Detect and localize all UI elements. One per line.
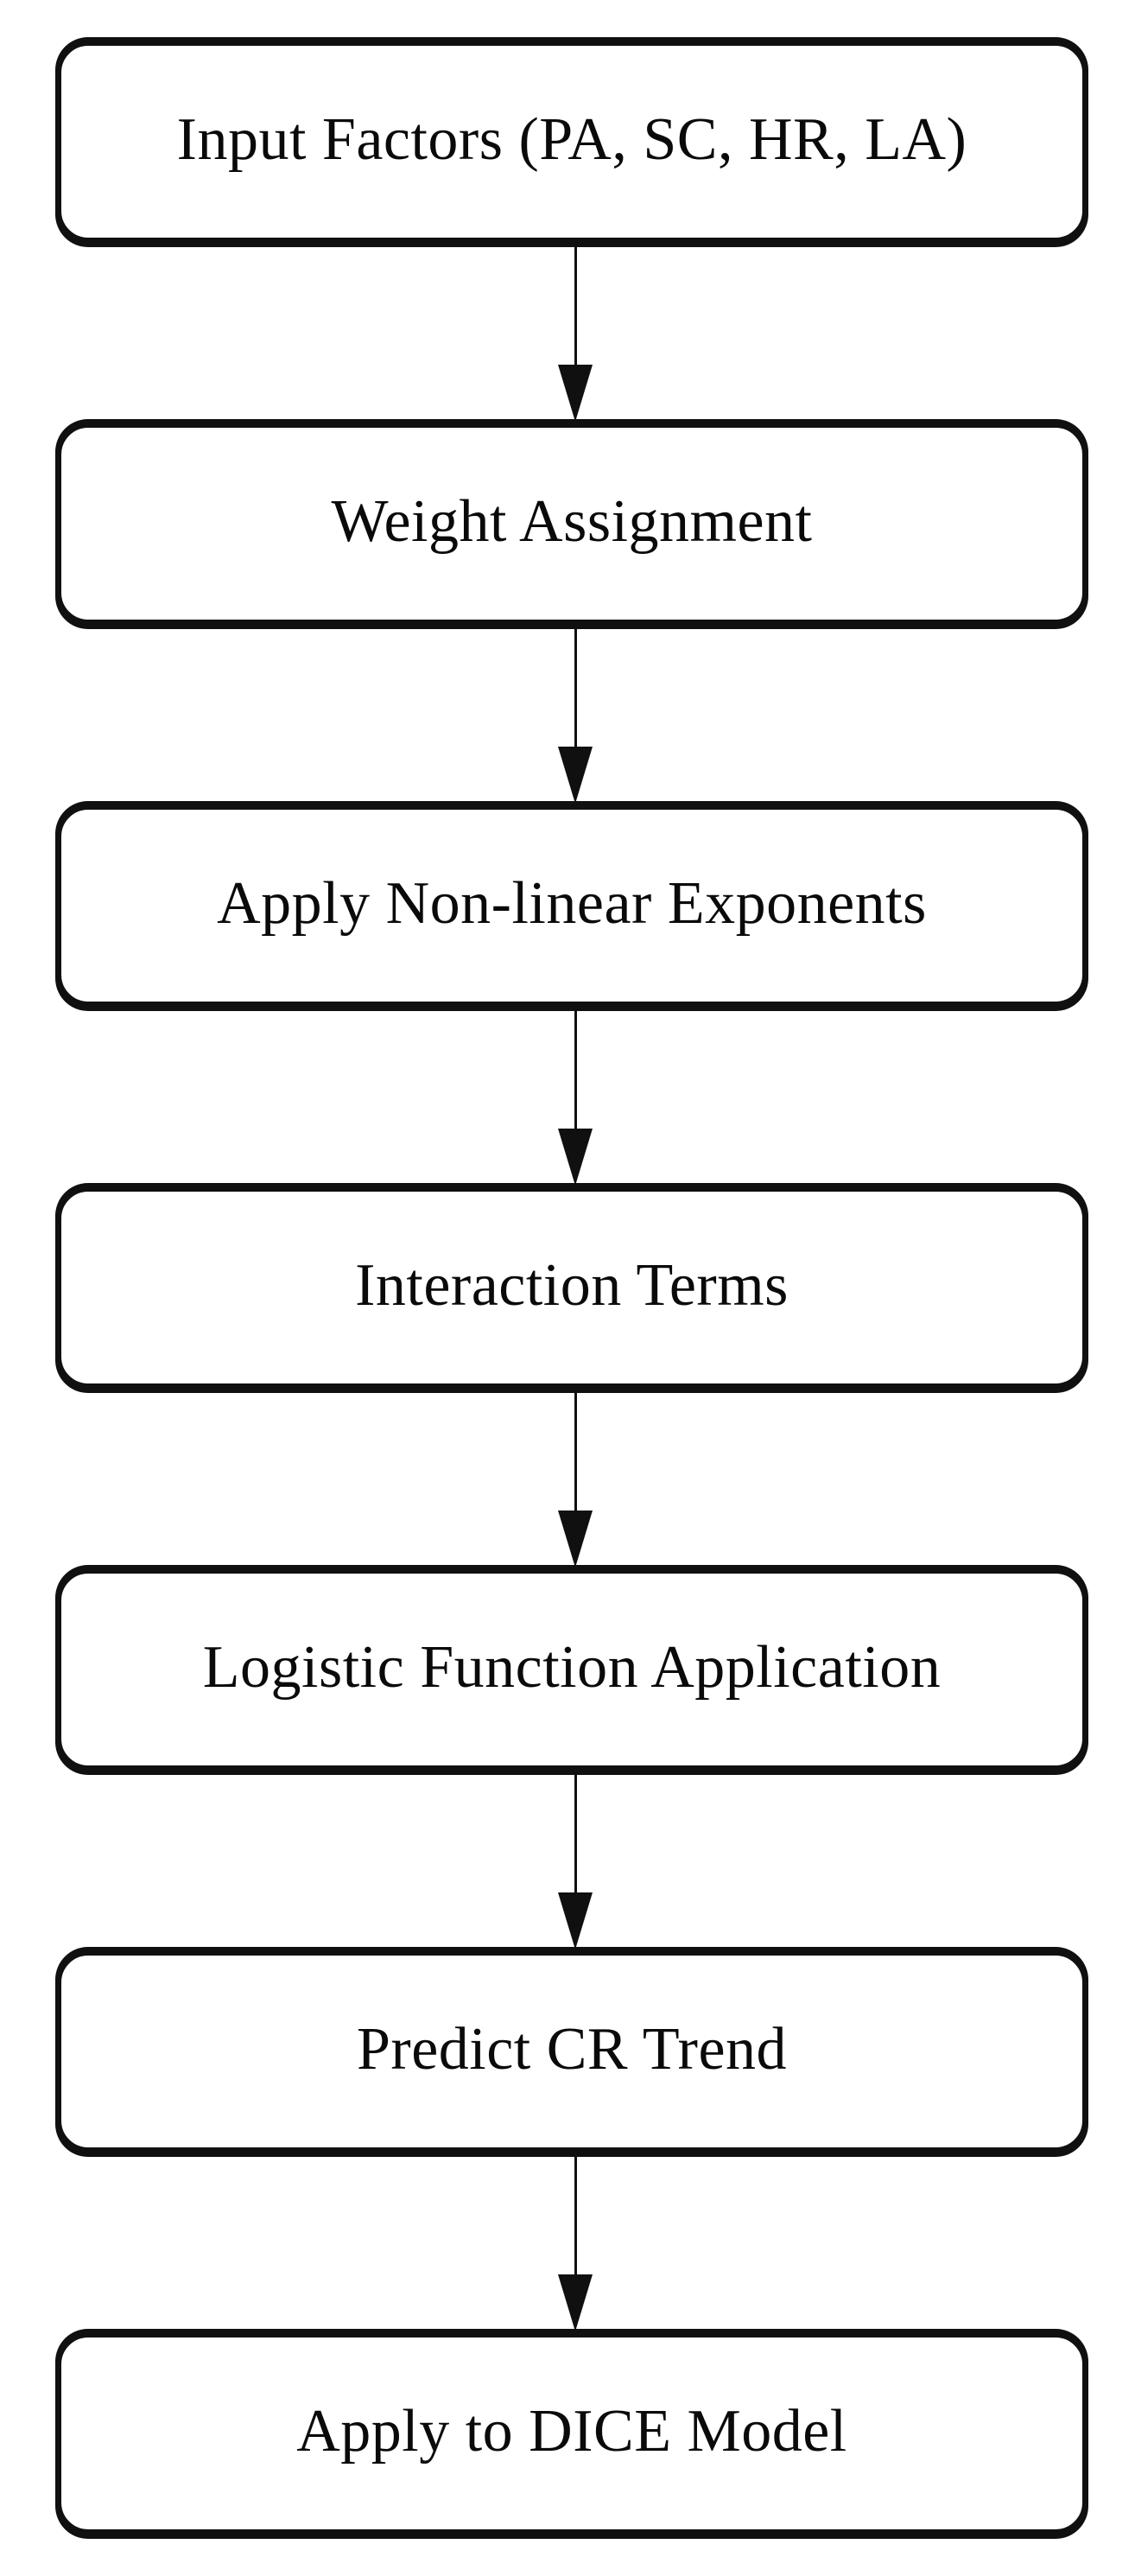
flow-node-input-factors: Input Factors (PA, SC, HR, LA) (55, 40, 1088, 244)
down-arrow-icon (558, 2153, 593, 2331)
arrow-head (558, 747, 593, 804)
flow-node-logistic-function: Logistic Function Application (55, 1568, 1088, 1771)
flow-node-label: Predict CR Trend (356, 2016, 788, 2083)
arrow-head (558, 365, 593, 422)
flow-node-label: Apply Non-linear Exponents (217, 870, 927, 937)
down-arrow-icon (558, 626, 593, 804)
down-arrow-icon (558, 244, 593, 422)
flow-node-label: Input Factors (PA, SC, HR, LA) (176, 106, 967, 173)
down-arrow-icon (558, 1390, 593, 1568)
arrow-head (558, 2274, 593, 2331)
flow-node-label: Interaction Terms (355, 1252, 789, 1319)
flow-node-label: Logistic Function Application (202, 1634, 942, 1701)
down-arrow-icon (558, 1771, 593, 1949)
down-arrow-icon (558, 1008, 593, 1186)
arrow-head (558, 1892, 593, 1949)
arrow-head (558, 1511, 593, 1568)
arrow-shaft (574, 244, 577, 366)
arrow-shaft (574, 1390, 577, 1512)
arrow-head (558, 1129, 593, 1186)
arrow-shaft (574, 1771, 577, 1894)
flow-node-label: Weight Assignment (331, 488, 813, 555)
arrow-shaft (574, 626, 577, 748)
flow-node-label: Apply to DICE Model (296, 2398, 847, 2465)
arrow-shaft (574, 2153, 577, 2276)
flow-node-apply-dice-model: Apply to DICE Model (55, 2331, 1088, 2535)
flow-node-nonlinear-exponents: Apply Non-linear Exponents (55, 804, 1088, 1008)
flow-node-predict-cr-trend: Predict CR Trend (55, 1949, 1088, 2153)
arrow-shaft (574, 1008, 577, 1130)
flow-node-interaction-terms: Interaction Terms (55, 1186, 1088, 1390)
flow-node-weight-assignment: Weight Assignment (55, 422, 1088, 626)
